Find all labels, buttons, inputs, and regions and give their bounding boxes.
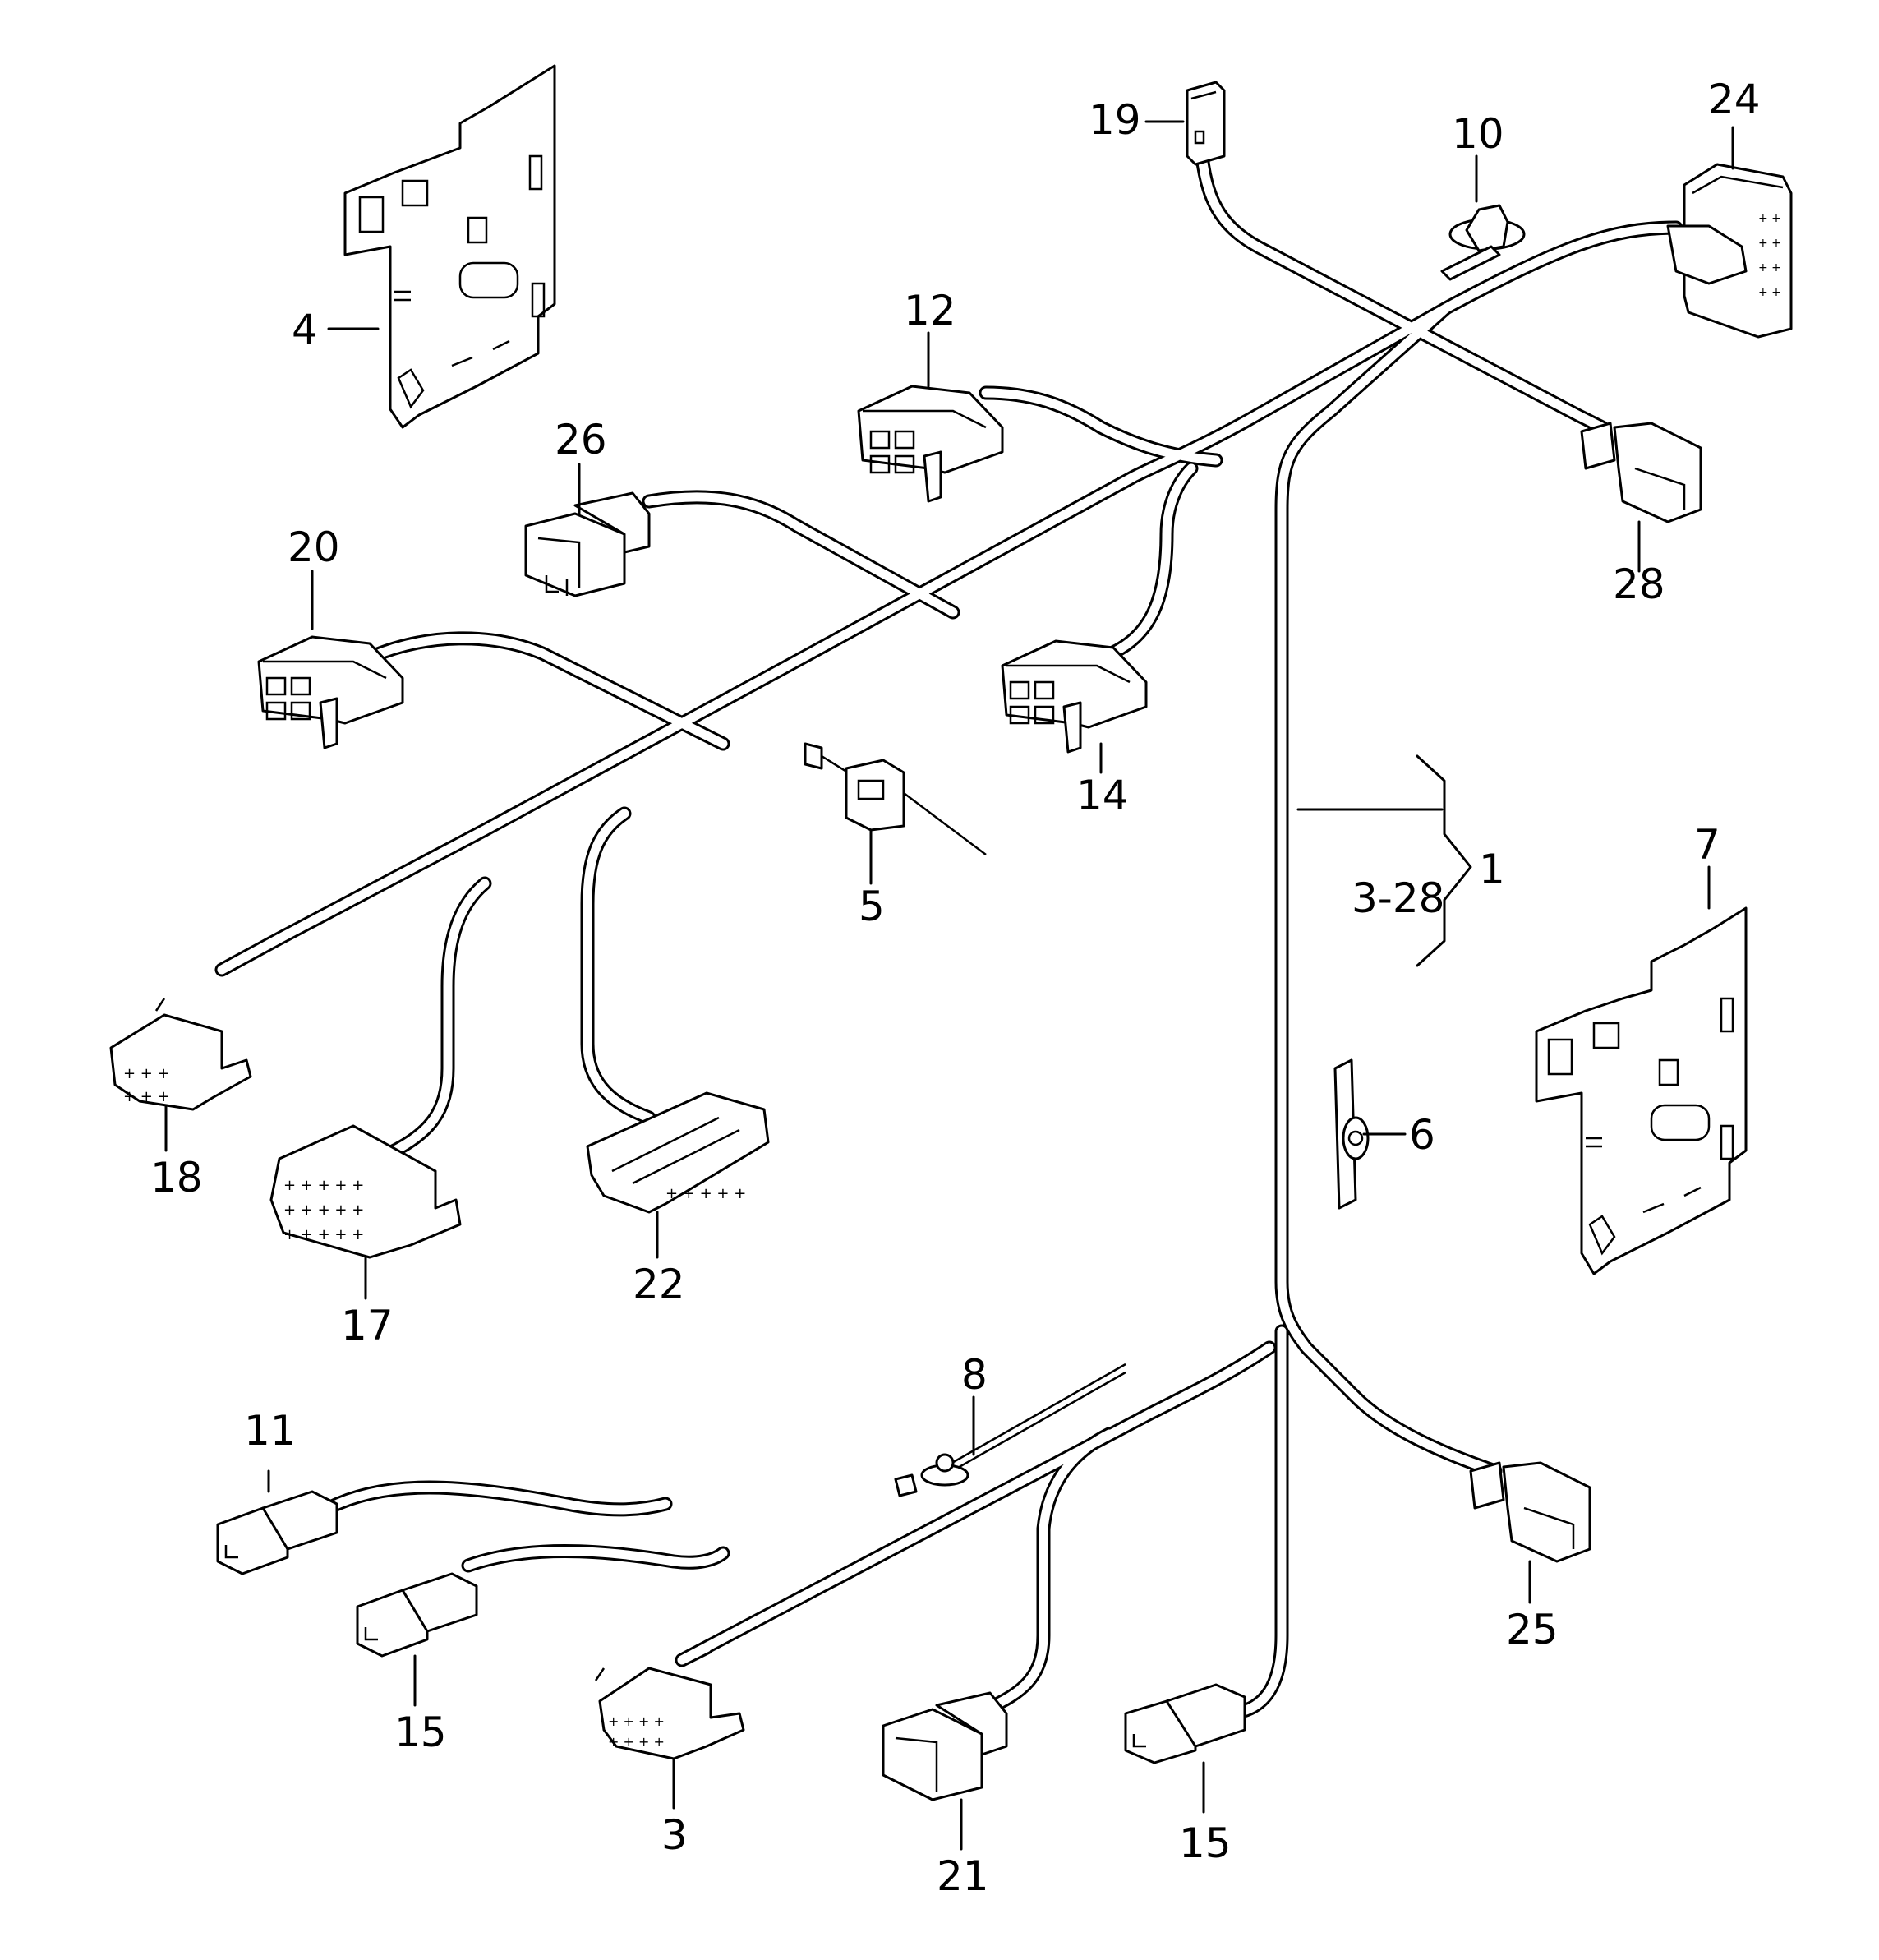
wire-core-2 — [1277, 303, 1500, 1476]
wire-1 — [1195, 149, 1610, 435]
wire-core-11 — [583, 809, 654, 1123]
callout-1: 1 — [1479, 846, 1505, 893]
circuit-board-4 — [343, 64, 556, 429]
callout-21: 21 — [937, 1852, 989, 1900]
wire-core-13 — [463, 1547, 728, 1570]
connector-14 — [356, 1572, 478, 1658]
callout-14: 15 — [394, 1709, 447, 1756]
callout-20: 20 — [288, 523, 340, 571]
svg-text:+ + + +: + + + + — [608, 1734, 665, 1750]
connector-24: + + + + + + + + — [1666, 163, 1793, 339]
connector-15-upper — [857, 385, 1004, 503]
callout-7: 7 — [1694, 821, 1720, 869]
callout-25: 25 — [1506, 1606, 1559, 1653]
leader-lines — [164, 120, 1734, 1851]
svg-text:+ + + + +: + + + + + — [665, 1185, 746, 1202]
wire-core-1 — [1197, 151, 1607, 432]
connector-18 — [1186, 81, 1226, 166]
callout-6: 6 — [1409, 1111, 1435, 1159]
callout-19: 18 — [150, 1154, 203, 1201]
callout-15-upper: 12 — [904, 287, 956, 334]
callout-18: 19 — [1089, 96, 1141, 144]
wire-core-9 — [365, 634, 728, 749]
connector-19: + + + + + + — [109, 998, 252, 1111]
callout-10: 10 — [1452, 110, 1504, 158]
clip-6 — [1333, 1058, 1370, 1210]
callout-3: 3 — [661, 1811, 688, 1859]
wire-core-12 — [324, 1483, 670, 1515]
connector-25 — [1469, 1461, 1591, 1563]
svg-text:+ + + + +: + + + + + — [283, 1226, 364, 1243]
cable-tie-8 — [894, 1363, 1126, 1497]
callout-4: 4 — [292, 306, 318, 353]
svg-text:+ +: + + — [1758, 212, 1781, 225]
callout-15-lower: 14 — [1076, 772, 1129, 819]
callout-22: 22 — [633, 1261, 685, 1308]
connector-28 — [1580, 422, 1702, 523]
wire-core-10 — [381, 879, 490, 1160]
wire-3 — [1225, 1324, 1289, 1721]
clip-5 — [804, 742, 987, 855]
circuit-board-7 — [1535, 906, 1748, 1275]
wire-core-7 — [1096, 463, 1196, 662]
wire-core — [217, 151, 1681, 1718]
connector-22: + + + + + — [586, 1091, 770, 1214]
wire-8 — [642, 490, 960, 620]
connector-26 — [524, 491, 651, 597]
svg-text:+ +: + + — [1758, 286, 1781, 299]
svg-text:+ + +: + + + — [123, 1065, 170, 1082]
callout-12: 11 — [244, 1407, 297, 1455]
wire-core-8 — [644, 492, 958, 617]
svg-text:+ + +: + + + — [123, 1088, 170, 1105]
harness-wires — [214, 149, 1683, 1721]
callout-17: 17 — [341, 1302, 394, 1349]
callout-11: 15 — [1179, 1819, 1232, 1867]
wire-core-6 — [981, 388, 1221, 465]
range-brace — [1416, 754, 1472, 967]
connector-11 — [1124, 1683, 1246, 1764]
svg-text:+ +: + + — [1758, 261, 1781, 274]
callout-28: 28 — [1613, 560, 1665, 608]
callout-3-28: 3-28 — [1352, 874, 1444, 922]
clip-10 — [1440, 204, 1526, 281]
connector-15-lower — [1001, 639, 1148, 754]
connector-3: + + + + + + + + — [594, 1667, 745, 1760]
connector-21 — [882, 1691, 1008, 1801]
callout-24: 24 — [1708, 76, 1761, 123]
svg-text:+ + + + +: + + + + + — [283, 1201, 364, 1219]
callout-labels: 19 10 24 4 12 26 20 28 14 5 1 3-28 7 6 1… — [150, 76, 1761, 1900]
connector-12 — [216, 1490, 338, 1575]
svg-text:+ +: + + — [1758, 237, 1781, 250]
connector-17: + + + + + + + + + + + + + + + — [269, 1124, 462, 1259]
callout-26: 26 — [555, 416, 607, 463]
wire-core-5 — [981, 1429, 1114, 1714]
svg-text:+ + + + +: + + + + + — [283, 1177, 364, 1194]
callout-5: 5 — [859, 883, 885, 930]
wire-core-4 — [677, 1343, 1274, 1665]
callout-8: 8 — [961, 1351, 988, 1399]
connector-20 — [257, 635, 404, 749]
svg-text:+ + + +: + + + + — [608, 1713, 665, 1729]
